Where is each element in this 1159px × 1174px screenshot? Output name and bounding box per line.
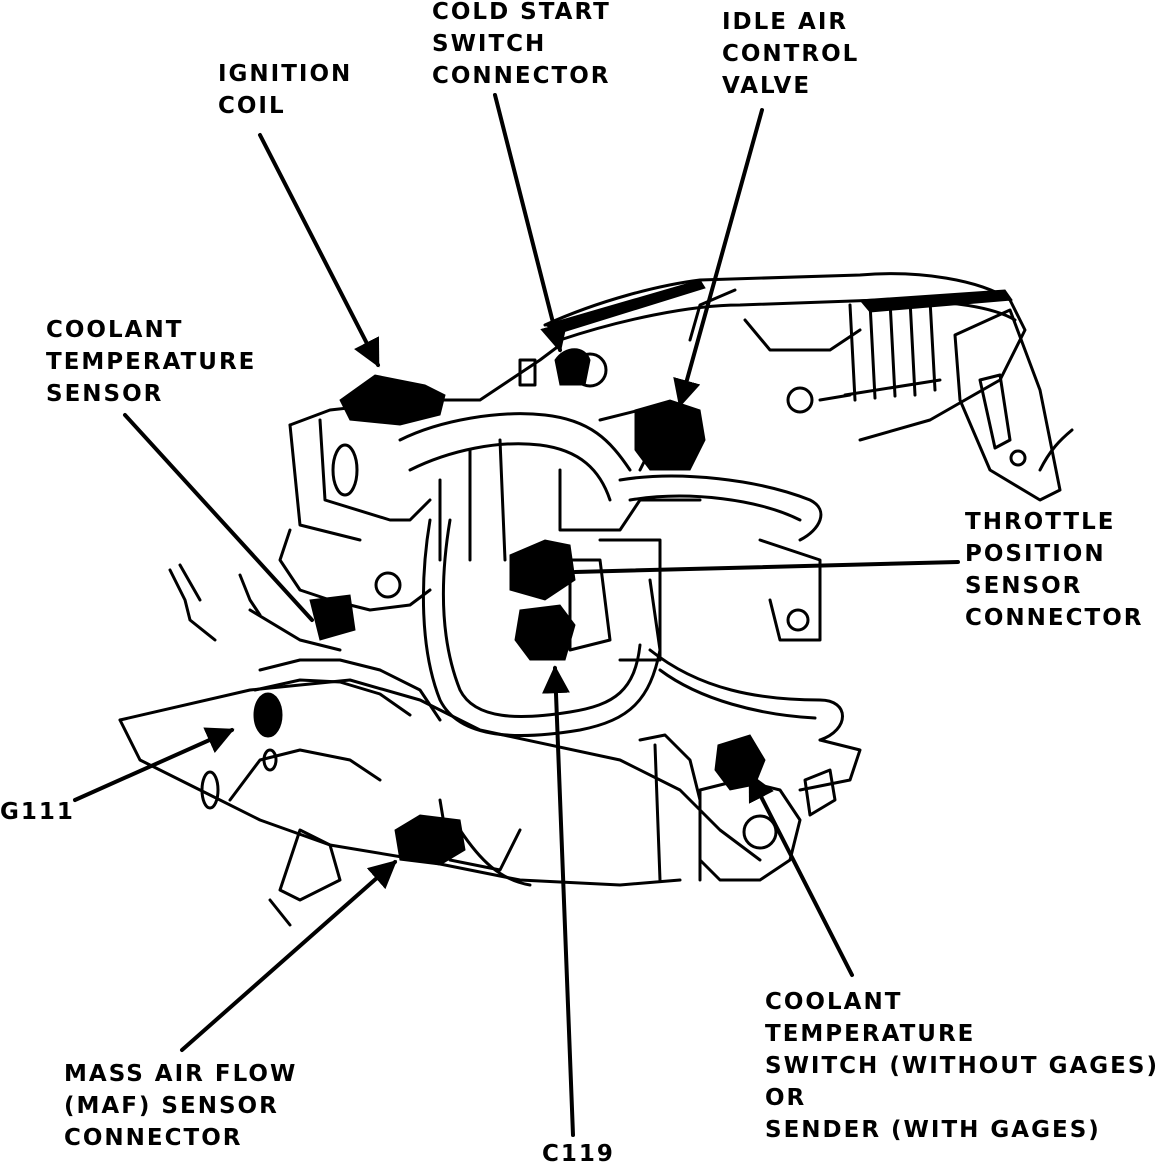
valve-cover-stripe [543, 279, 706, 334]
c119-connector-shape [514, 604, 576, 661]
callout-leaders [73, 93, 960, 1137]
throttle-position-sensor-connector-label: THROTTLE POSITION SENSOR CONNECTOR [965, 509, 1144, 631]
valve-cover-stripe-right [858, 289, 1013, 313]
maf-sensor-connector-label: MASS AIR FLOW (MAF) SENSOR CONNECTOR [64, 1061, 298, 1151]
tps-leader [573, 560, 960, 574]
ignition-coil-leader [258, 133, 380, 368]
tps-connector-shape [509, 539, 576, 601]
cold-start-switch-connector-label: COLD START SWITCH CONNECTOR [432, 0, 611, 89]
c119-label: C119 [542, 1141, 615, 1167]
cold-start-leader [493, 93, 568, 353]
ignition-coil-shape [339, 374, 446, 426]
g111-leader [73, 727, 235, 802]
idle-air-leader [673, 108, 764, 408]
coolant-temperature-switch-label: COOLANT TEMPERATURE SWITCH (WITHOUT GAGE… [765, 989, 1159, 1143]
maf-connector-shape [394, 814, 466, 866]
maf-leader [180, 860, 398, 1052]
ignition-coil-label: IGNITION COIL [218, 61, 353, 119]
coolant-sensor-shape [309, 594, 356, 641]
g111-label: G111 [0, 799, 75, 825]
coolant-switch-shape [714, 734, 766, 791]
dark-components [253, 279, 1013, 866]
idle-air-control-valve-label: IDLE AIR CONTROL VALVE [722, 9, 860, 99]
coolant-sensor-leader [123, 413, 314, 622]
g111-ground-shape [253, 692, 283, 738]
idle-air-valve-shape [634, 399, 706, 471]
c119-leader [541, 665, 575, 1137]
cold-start-connector-shape [554, 348, 591, 386]
coolant-switch-leader [748, 772, 854, 977]
coolant-temperature-sensor-label: COOLANT TEMPERATURE SENSOR [46, 317, 257, 407]
engine-block-outline [118, 272, 1074, 927]
